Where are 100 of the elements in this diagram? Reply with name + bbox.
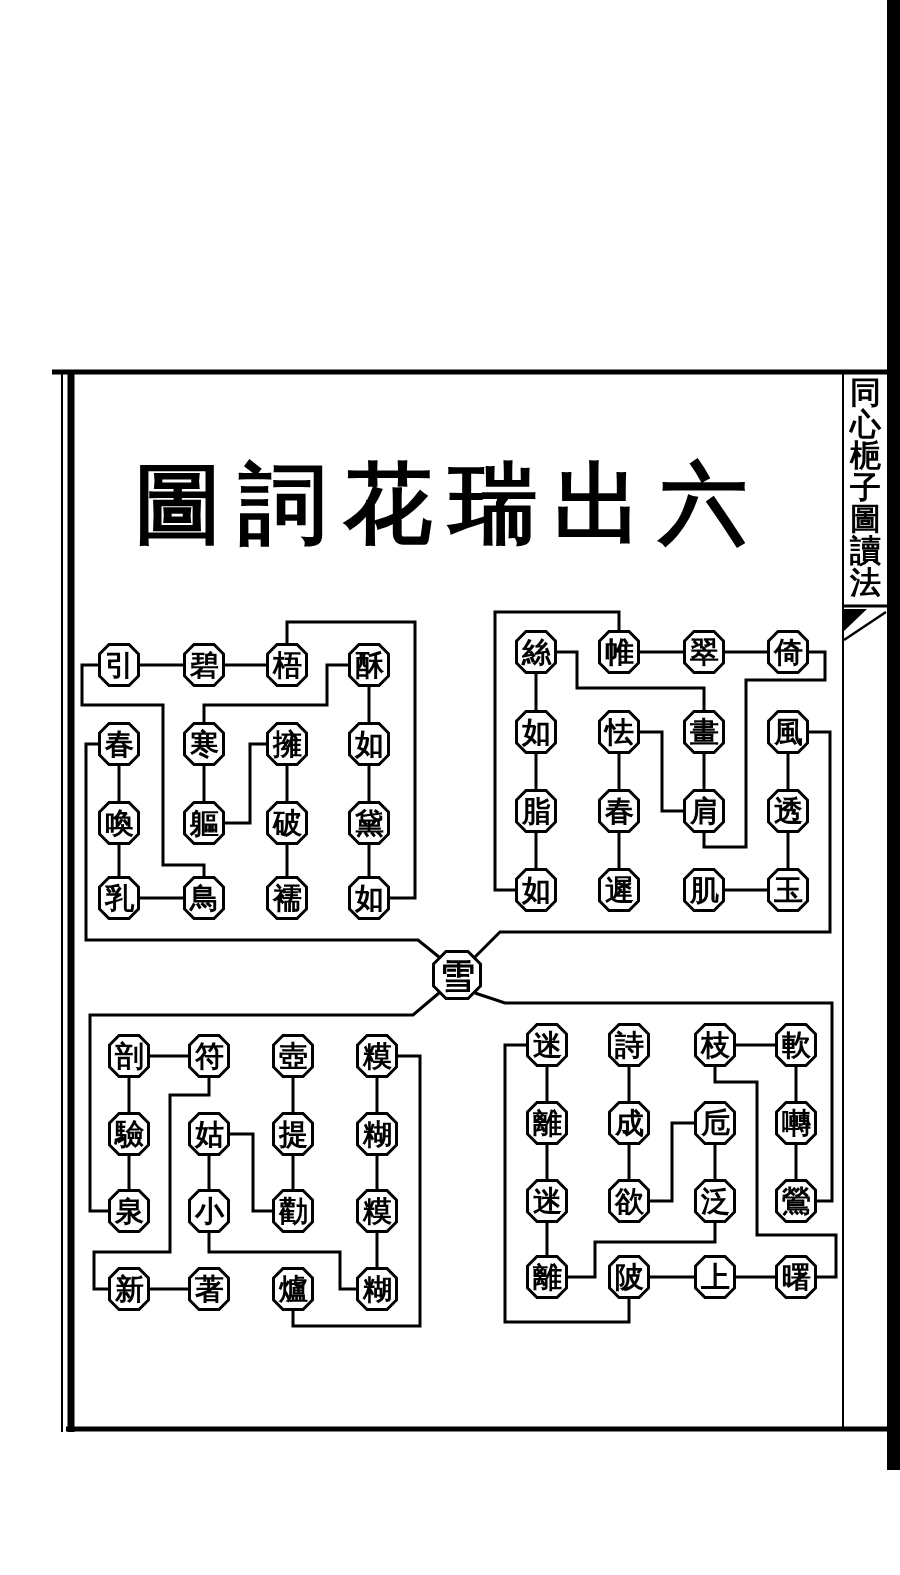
character-octagon: 春 [98,722,140,766]
connector-line [650,1121,694,1203]
character-octagon: 糢 [356,1189,398,1233]
character-octagon: 泛 [694,1179,736,1223]
connector-line [225,742,266,825]
connector-line [375,1078,379,1112]
character-octagon: 勸 [272,1189,314,1233]
connector-line [367,845,371,876]
character-octagon: 離 [526,1255,568,1299]
connector-line [88,991,440,1213]
connector-line [367,687,371,722]
connector-line [127,1078,131,1112]
character-octagon: 雪 [432,950,482,1000]
character-octagon: 軀 [183,801,225,845]
character-octagon: 剖 [108,1034,150,1078]
character-octagon: 著 [188,1267,230,1311]
connector-line [117,845,121,876]
character-octagon: 陂 [608,1255,650,1299]
character-octagon: 符 [188,1034,230,1078]
character-octagon: 酥 [348,643,390,687]
connector-line [713,1067,838,1279]
connector-line [545,1067,549,1101]
title: 圖詞花瑞出六 [134,459,764,547]
character-octagon: 鳥 [183,876,225,920]
character-octagon: 喚 [98,801,140,845]
character-octagon: 枝 [694,1023,736,1067]
connector-line [702,754,706,789]
connector-line [127,1156,131,1189]
character-octagon: 糢 [356,1034,398,1078]
character-octagon: 上 [694,1255,736,1299]
character-octagon: 翠 [683,630,725,674]
character-octagon: 畫 [683,710,725,754]
connector-line [640,730,683,813]
connector-line [545,1223,549,1255]
connector-line [285,766,289,801]
connector-line [473,730,832,959]
character-octagon: 乳 [98,876,140,920]
character-octagon: 肩 [683,789,725,833]
connector-line [534,674,538,710]
character-octagon: 襦 [266,876,308,920]
connector-line [627,1067,631,1101]
connector-line [725,888,767,892]
connector-line [493,610,621,892]
connector-line [117,766,121,801]
character-octagon: 驗 [108,1112,150,1156]
character-octagon: 如 [348,722,390,766]
connector-line [474,991,834,1203]
connector-line [557,650,706,710]
connector-line [786,833,790,868]
character-octagon: 倚 [767,630,809,674]
connector-line [503,1043,631,1324]
connector-line [140,663,183,667]
character-octagon: 碧 [183,643,225,687]
character-octagon: 如 [515,710,557,754]
character-octagon: 絲 [515,630,557,674]
connector-line [80,663,206,876]
character-octagon: 怯 [598,710,640,754]
character-octagon: 引 [98,643,140,687]
character-octagon: 如 [515,868,557,912]
character-octagon: 迷 [526,1023,568,1067]
character-octagon: 成 [608,1101,650,1145]
character-octagon: 寒 [183,722,225,766]
connector-line [202,663,348,722]
character-octagon: 擁 [266,722,308,766]
character-octagon: 梧 [266,643,308,687]
character-octagon: 軟 [775,1023,817,1067]
character-octagon: 卮 [694,1101,736,1145]
character-octagon: 壺 [272,1034,314,1078]
character-octagon: 春 [598,789,640,833]
connector-line [291,1078,295,1112]
connector-line [640,650,683,654]
character-octagon: 糊 [356,1267,398,1311]
character-octagon: 破 [266,801,308,845]
connector-line [736,1043,775,1047]
character-octagon: 新 [108,1267,150,1311]
connector-line [230,1132,272,1213]
margin-title: 同心梔子圖讀法 [849,377,882,599]
character-octagon: 糊 [356,1112,398,1156]
character-octagon: 欲 [608,1179,650,1223]
connector-line [92,1078,211,1291]
character-octagon: 肌 [683,868,725,912]
connector-line [617,754,621,789]
connector-line [285,620,417,900]
character-octagon: 泉 [108,1189,150,1233]
connector-line [702,650,827,849]
connector-line [291,1156,295,1189]
character-octagon: 姑 [188,1112,230,1156]
character-octagon: 詩 [608,1023,650,1067]
character-octagon: 如 [348,876,390,920]
connector-line [794,1145,798,1179]
connector-line [367,766,371,801]
character-octagon: 脂 [515,789,557,833]
character-octagon: 透 [767,789,809,833]
connector-line [736,1275,775,1279]
character-octagon: 曙 [775,1255,817,1299]
connector-line [713,1145,717,1179]
connector-line [291,1054,422,1328]
connector-line [545,1145,549,1179]
connector-line [534,754,538,789]
character-octagon: 遲 [598,868,640,912]
